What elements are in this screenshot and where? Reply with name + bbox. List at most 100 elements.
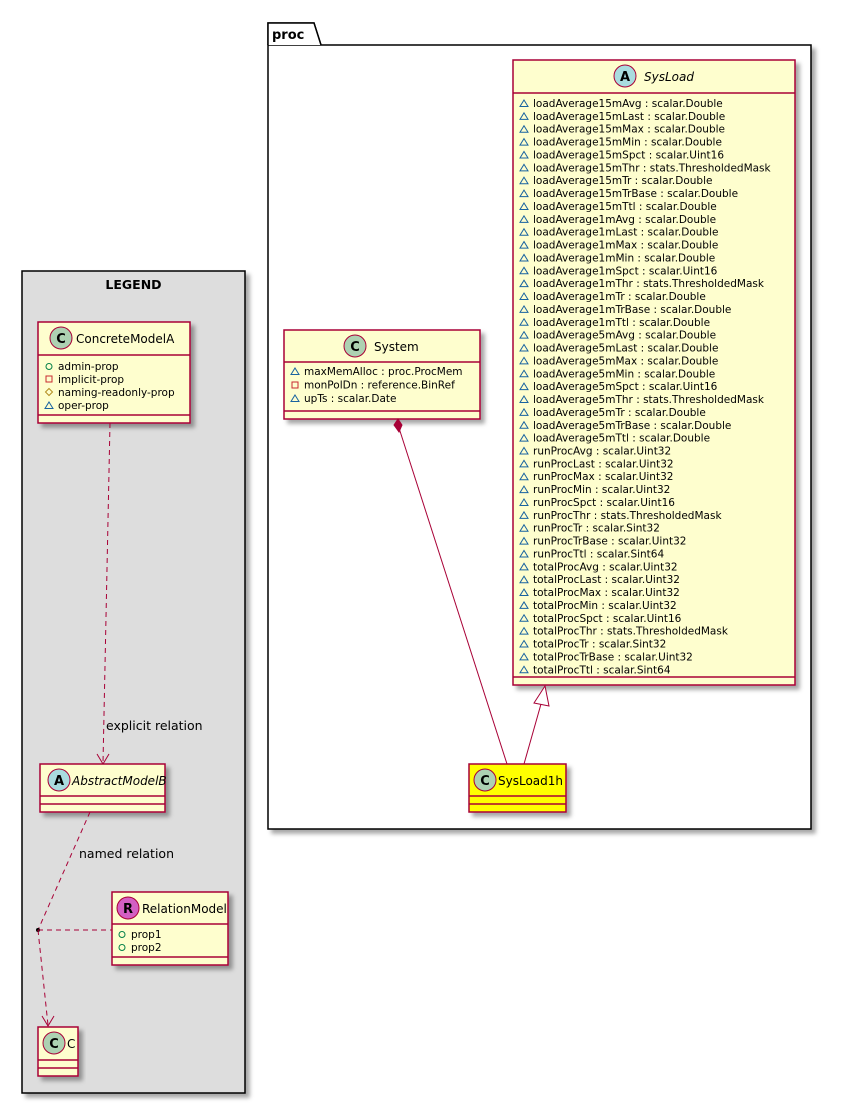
member-row: totalProcMax : scalar.Uint32	[519, 587, 680, 599]
triangle-icon	[519, 459, 529, 468]
triangle-icon	[290, 394, 300, 402]
member-row: loadAverage15mThr : stats.ThresholdedMas…	[519, 162, 772, 174]
member-row: totalProcThr : stats.ThresholdedMask	[519, 626, 729, 638]
member-row: loadAverage5mTr : scalar.Double	[519, 407, 706, 419]
svg-text:runProcMax : scalar.Uint32: runProcMax : scalar.Uint32	[533, 471, 673, 483]
member-row: naming-readonly-prop	[44, 387, 175, 399]
member-row: admin-prop	[45, 361, 119, 373]
member-row: loadAverage15mTtl : scalar.Double	[519, 201, 717, 213]
triangle-icon	[519, 639, 529, 648]
explicit-relation-label: explicit relation	[106, 718, 203, 733]
svg-text:C: C	[350, 340, 360, 355]
member-row: runProcSpct : scalar.Uint16	[519, 497, 675, 509]
triangle-icon	[519, 407, 529, 416]
svg-text:implicit-prop: implicit-prop	[58, 374, 124, 386]
triangle-icon	[519, 266, 529, 275]
svg-text:loadAverage1mThr : stats.Thres: loadAverage1mThr : stats.ThresholdedMask	[533, 278, 765, 290]
svg-text:loadAverage15mMax : scalar.Dou: loadAverage15mMax : scalar.Double	[533, 124, 725, 136]
member-row: runProcTrBase : scalar.Uint32	[519, 536, 686, 548]
svg-text:loadAverage1mMin : scalar.Doub: loadAverage1mMin : scalar.Double	[533, 252, 715, 264]
member-row: loadAverage15mAvg : scalar.Double	[519, 98, 723, 110]
member-row: loadAverage15mTrBase : scalar.Double	[519, 188, 738, 200]
svg-text:totalProcSpct : scalar.Uint16: totalProcSpct : scalar.Uint16	[533, 613, 682, 625]
member-row: runProcMax : scalar.Uint32	[519, 471, 673, 483]
class-name: AbstractModelB	[71, 774, 167, 788]
svg-text:loadAverage1mTr : scalar.Doubl: loadAverage1mTr : scalar.Double	[533, 291, 706, 303]
hollow-triangle-icon	[533, 684, 550, 707]
svg-text:runProcLast : scalar.Uint32: runProcLast : scalar.Uint32	[533, 458, 674, 470]
class-abstract-model-b[interactable]: A AbstractModelB	[39, 763, 167, 813]
triangle-icon	[519, 665, 529, 674]
class-name: ConcreteModelA	[76, 332, 175, 346]
member-row: loadAverage5mTrBase : scalar.Double	[519, 420, 731, 432]
triangle-icon	[519, 549, 529, 558]
triangle-icon	[519, 588, 529, 597]
svg-text:loadAverage15mSpct : scalar.Ui: loadAverage15mSpct : scalar.Uint16	[533, 149, 724, 161]
svg-text:loadAverage1mMax : scalar.Doub: loadAverage1mMax : scalar.Double	[533, 240, 718, 252]
svg-text:loadAverage1mLast : scalar.Dou: loadAverage1mLast : scalar.Double	[533, 227, 718, 239]
svg-text:loadAverage5mTrBase : scalar.D: loadAverage5mTrBase : scalar.Double	[533, 420, 731, 432]
triangle-icon	[519, 395, 529, 404]
svg-text:loadAverage15mThr : stats.Thre: loadAverage15mThr : stats.ThresholdedMas…	[533, 162, 772, 174]
svg-text:loadAverage5mMax : scalar.Doub: loadAverage5mMax : scalar.Double	[533, 355, 718, 367]
member-row: loadAverage5mMin : scalar.Double	[519, 368, 715, 380]
svg-text:C: C	[56, 332, 66, 347]
member-row: loadAverage5mMax : scalar.Double	[519, 355, 718, 367]
class-c[interactable]: C C	[37, 1026, 79, 1077]
svg-text:monPolDn : reference.BinRef: monPolDn : reference.BinRef	[304, 380, 455, 392]
class-sysload1h[interactable]: C SysLoad1h	[468, 763, 567, 813]
package-title: proc	[272, 28, 304, 43]
member-row: loadAverage15mMin : scalar.Double	[519, 137, 722, 149]
svg-text:totalProcTrBase : scalar.Uint3: totalProcTrBase : scalar.Uint32	[533, 651, 693, 663]
member-row: loadAverage15mSpct : scalar.Uint16	[519, 149, 724, 161]
triangle-icon	[519, 433, 529, 442]
composition-relation	[393, 418, 508, 765]
square-icon	[291, 381, 299, 389]
svg-text:admin-prop: admin-prop	[58, 361, 119, 373]
svg-text:naming-readonly-prop: naming-readonly-prop	[58, 387, 175, 399]
triangle-icon	[519, 330, 529, 339]
class-sysload[interactable]: A SysLoad loadAverage15mAvg : scalar.Dou…	[512, 59, 796, 686]
svg-text:runProcTtl : scalar.Sint64: runProcTtl : scalar.Sint64	[533, 548, 664, 560]
svg-text:runProcTrBase : scalar.Uint32: runProcTrBase : scalar.Uint32	[533, 536, 686, 548]
class-relation-model[interactable]: R RelationModel prop1 prop2	[111, 891, 229, 966]
class-name: SysLoad	[644, 70, 694, 84]
triangle-icon	[519, 253, 529, 262]
svg-text:C: C	[49, 1037, 59, 1052]
member-row: totalProcAvg : scalar.Uint32	[519, 561, 678, 573]
class-name: RelationModel	[142, 902, 227, 916]
triangle-icon	[519, 472, 529, 481]
triangle-icon	[519, 510, 529, 519]
triangle-icon	[519, 498, 529, 506]
abstract-stereotype-icon: A	[613, 64, 637, 88]
triangle-icon	[519, 446, 529, 455]
svg-text:loadAverage5mSpct : scalar.Uin: loadAverage5mSpct : scalar.Uint16	[533, 381, 718, 393]
svg-text:loadAverage1mAvg : scalar.Doub: loadAverage1mAvg : scalar.Double	[533, 214, 716, 226]
member-row: loadAverage1mMax : scalar.Double	[519, 240, 718, 252]
triangle-icon	[519, 317, 529, 326]
member-row: loadAverage5mAvg : scalar.Double	[519, 330, 716, 342]
member-row: loadAverage15mMax : scalar.Double	[519, 124, 725, 136]
triangle-icon	[519, 356, 529, 365]
member-row: oper-prop	[44, 400, 109, 412]
svg-text:totalProcTr : scalar.Sint32: totalProcTr : scalar.Sint32	[533, 639, 666, 651]
class-stereotype-icon: C	[42, 1031, 66, 1055]
svg-text:oper-prop: oper-prop	[58, 400, 109, 412]
svg-text:runProcSpct : scalar.Uint16: runProcSpct : scalar.Uint16	[533, 497, 675, 509]
svg-text:loadAverage15mTr : scalar.Doub: loadAverage15mTr : scalar.Double	[533, 175, 712, 187]
svg-text:loadAverage5mThr : stats.Thres: loadAverage5mThr : stats.ThresholdedMask	[533, 394, 765, 406]
triangle-icon	[519, 150, 529, 159]
class-system[interactable]: C System maxMemAlloc : proc.ProcMem monP…	[283, 329, 481, 420]
svg-text:loadAverage5mTtl : scalar.Doub: loadAverage5mTtl : scalar.Double	[533, 433, 710, 445]
triangle-icon	[519, 176, 529, 185]
member-row: loadAverage1mSpct : scalar.Uint16	[519, 265, 718, 277]
inheritance-relation	[523, 684, 550, 765]
class-concrete-model-a[interactable]: C ConcreteModelA admin-prop implicit-pro…	[37, 321, 191, 424]
triangle-icon	[519, 124, 529, 133]
class-stereotype-icon: C	[343, 334, 367, 358]
svg-text:C: C	[480, 774, 490, 789]
triangle-icon	[519, 536, 529, 545]
class-name: C	[67, 1037, 75, 1051]
svg-text:loadAverage15mTtl : scalar.Dou: loadAverage15mTtl : scalar.Double	[533, 201, 717, 213]
